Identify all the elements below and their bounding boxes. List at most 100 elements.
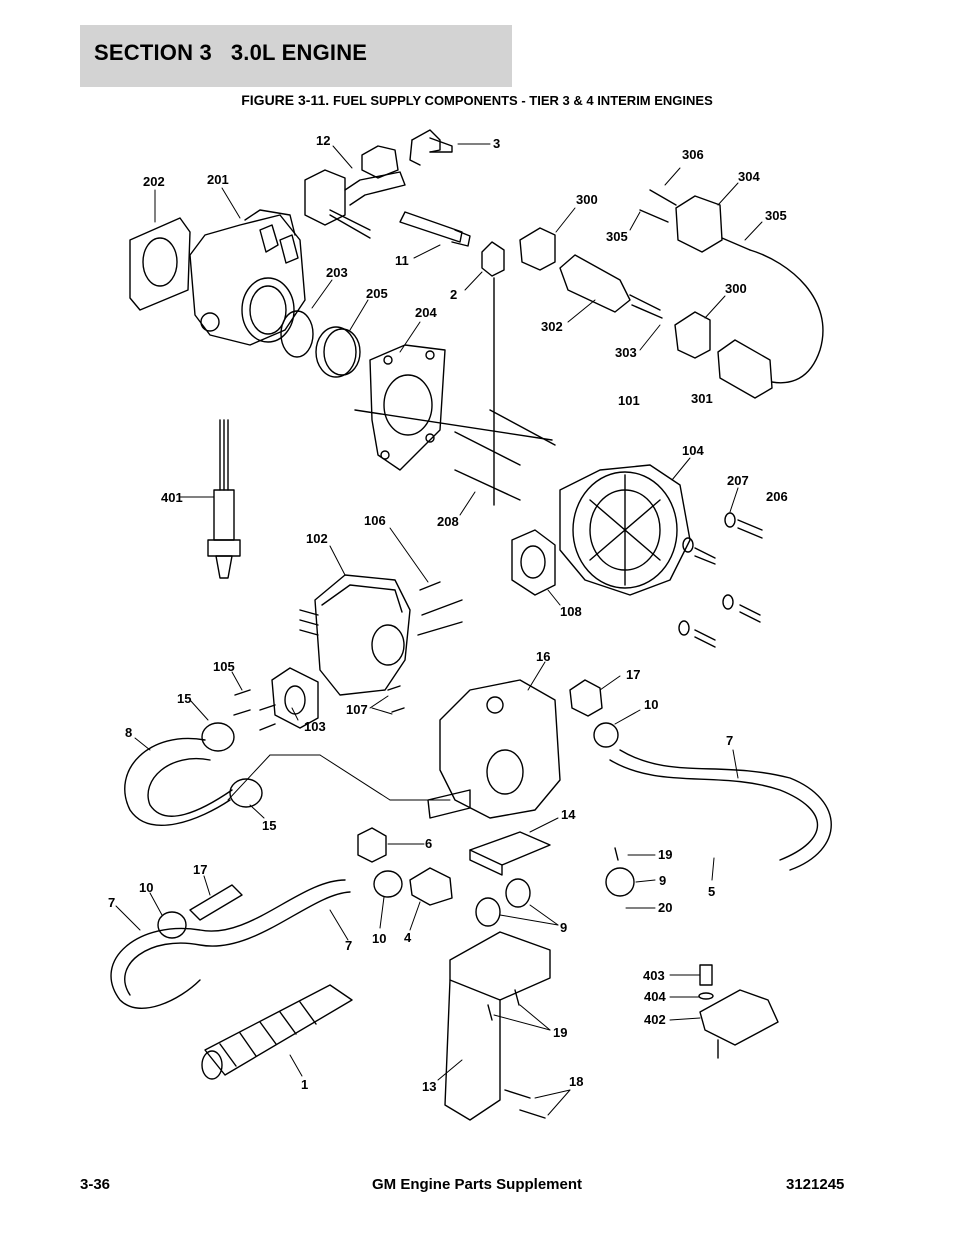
callout-401: 401 <box>161 490 183 505</box>
callout-101: 101 <box>618 393 640 408</box>
screws-107 <box>387 685 405 713</box>
callout-304: 304 <box>738 169 760 184</box>
bracket-14 <box>469 831 551 876</box>
callout-203: 203 <box>326 265 348 280</box>
callout-204: 204 <box>415 305 437 320</box>
callout-306: 306 <box>682 147 704 162</box>
callout-14: 14 <box>561 807 576 822</box>
callout-9-right: 9 <box>659 873 666 888</box>
callout-16: 16 <box>536 649 550 664</box>
callout-201: 201 <box>207 172 229 187</box>
figure-number: FIGURE 3-11. <box>241 92 330 108</box>
callout-305-left: 305 <box>606 229 628 244</box>
callout-19-right: 19 <box>658 847 672 862</box>
screws-206 <box>694 519 763 648</box>
clamp-15-bottom <box>229 778 263 808</box>
clamp-10-top <box>593 722 619 748</box>
tube-11 <box>399 211 471 247</box>
oxygen-sensor-401 <box>207 419 241 579</box>
bolts-18 <box>504 1089 546 1119</box>
callout-207: 207 <box>727 473 749 488</box>
bracket-300-top <box>519 227 556 271</box>
washers-207 <box>678 512 736 636</box>
sleeve-205 <box>315 326 361 378</box>
callout-202: 202 <box>143 174 165 189</box>
callout-402: 402 <box>644 1012 666 1027</box>
callout-5: 5 <box>708 884 715 899</box>
callout-305-right: 305 <box>765 208 787 223</box>
callout-7-right: 7 <box>726 733 733 748</box>
hose-7-right <box>609 749 832 871</box>
bolts-208 <box>354 409 556 501</box>
hose-7-left <box>110 879 351 1009</box>
callout-17-top: 17 <box>626 667 640 682</box>
callout-7-mid: 7 <box>345 938 352 953</box>
map-sensor-402 <box>698 964 779 1059</box>
callout-8: 8 <box>125 725 132 740</box>
callout-107: 107 <box>346 702 368 717</box>
document-number: 3121245 <box>786 1176 845 1193</box>
callout-102: 102 <box>306 531 328 546</box>
hose-cover-1 <box>201 984 353 1080</box>
callout-108: 108 <box>560 604 582 619</box>
callout-303: 303 <box>615 345 637 360</box>
callout-15-bottom: 15 <box>262 818 276 833</box>
throttle-body-201 <box>189 209 306 346</box>
regulator-16 <box>427 679 561 819</box>
fitting-6 <box>357 827 387 863</box>
callout-104: 104 <box>682 443 704 458</box>
mixer-104 <box>559 464 691 596</box>
callout-2: 2 <box>450 287 457 302</box>
callout-9-bottom: 9 <box>560 920 567 935</box>
gasket-202 <box>129 217 191 311</box>
section-header-box <box>80 25 512 87</box>
callout-106: 106 <box>364 513 386 528</box>
callout-4: 4 <box>404 930 412 945</box>
figure-caption: FUEL SUPPLY COMPONENTS - TIER 3 & 4 INTE… <box>333 93 713 108</box>
clamp-10-mid <box>373 870 403 898</box>
callout-11: 11 <box>395 253 409 268</box>
adapter-plate-204 <box>369 344 446 471</box>
callout-10-top: 10 <box>644 697 658 712</box>
callout-300-right: 300 <box>725 281 747 296</box>
manual-title: GM Engine Parts Supplement <box>371 1176 583 1193</box>
callout-300-top: 300 <box>576 192 598 207</box>
springs-106 <box>417 581 463 636</box>
filter-302 <box>559 254 663 319</box>
callout-301: 301 <box>691 391 713 406</box>
screws-105 <box>233 689 276 731</box>
section-title: SECTION 3 3.0L ENGINE <box>94 40 368 65</box>
figure-title: FIGURE 3-11. FUEL SUPPLY COMPONENTS - TI… <box>0 92 954 108</box>
fitting-17-bottom <box>189 884 243 921</box>
callout-1: 1 <box>301 1077 308 1092</box>
callout-105: 105 <box>213 659 235 674</box>
callout-6: 6 <box>425 836 432 851</box>
callout-10-left: 10 <box>139 880 153 895</box>
callout-17-bottom: 17 <box>193 862 207 877</box>
callout-206: 206 <box>766 489 788 504</box>
callout-13: 13 <box>422 1079 436 1094</box>
callout-19-bottom: 19 <box>553 1025 567 1040</box>
fitting-17-top <box>569 679 603 717</box>
callout-3: 3 <box>493 136 500 151</box>
callout-12: 12 <box>316 133 330 148</box>
callout-208: 208 <box>437 514 459 529</box>
o-ring-203 <box>280 310 314 358</box>
bracket-13 <box>444 931 551 1121</box>
elbow-3 <box>409 129 453 166</box>
gasket-108 <box>511 529 556 596</box>
fitting-2 <box>481 241 505 506</box>
solenoid-304 <box>639 189 824 384</box>
callout-18: 18 <box>569 1074 583 1089</box>
actuator-102 <box>299 574 411 696</box>
mounts-9 <box>475 867 635 927</box>
callout-404: 404 <box>644 989 666 1004</box>
bracket-300-mid <box>674 311 711 359</box>
callout-205: 205 <box>366 286 388 301</box>
filter-301 <box>717 339 773 399</box>
clamp-10-left <box>157 911 187 939</box>
lockoff-valve-12 <box>304 145 406 239</box>
page-number: 3-36 <box>80 1176 111 1193</box>
hose-8 <box>124 737 233 826</box>
